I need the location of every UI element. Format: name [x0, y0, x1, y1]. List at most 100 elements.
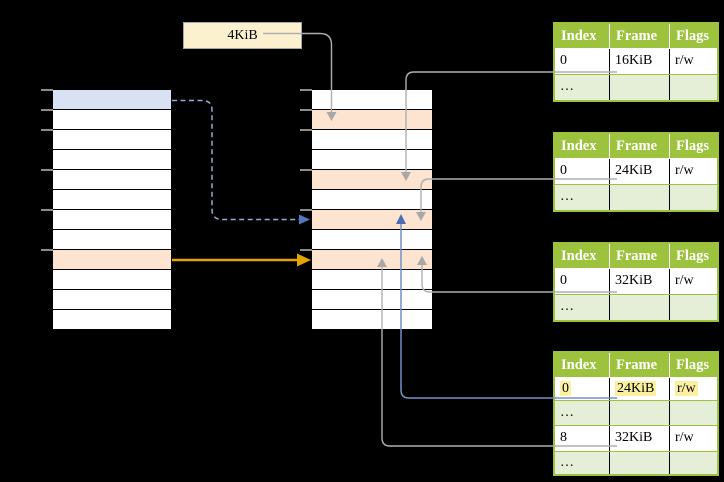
virtual-page-row-highlight-orange: [53, 250, 171, 270]
entry-flags: [670, 452, 717, 474]
entry-frame: 32KiB: [610, 269, 670, 294]
physical-frame-row: [312, 290, 432, 310]
column-header-flags: Flags: [676, 138, 710, 154]
entry-flags: r/w: [670, 378, 717, 400]
column-header-index: Index: [555, 134, 610, 158]
column-header-frame: Frame: [610, 24, 670, 48]
frame-size-label: 4KiB: [183, 22, 302, 49]
entry-frame: [610, 185, 670, 210]
virtual-page-row: [53, 210, 171, 230]
pm-tick: [300, 89, 312, 91]
virtual-page-row: [53, 170, 171, 190]
entry-flags: r/w: [675, 163, 694, 178]
frame-size-label-text: 4KiB: [227, 28, 258, 43]
entry-frame: [610, 295, 670, 320]
page-table-ellipsis-row: …: [555, 451, 717, 474]
page-table-2-header: Index Frame Flags: [555, 134, 717, 158]
column-header-index: Index: [555, 353, 610, 377]
vm-tick: [41, 249, 53, 251]
page-table-4: Index Frame Flags 0 24KiB r/w … 8 32KiB …: [553, 351, 719, 476]
column-header-index: Index: [555, 244, 610, 268]
page-table-3-header: Index Frame Flags: [555, 244, 717, 268]
vm-tick: [41, 169, 53, 171]
page-table-4-header: Index Frame Flags: [555, 353, 717, 377]
page-table-ellipsis-row: …: [555, 184, 717, 210]
entry-frame: [610, 452, 670, 474]
physical-memory-table: [312, 90, 432, 330]
page-table-ellipsis-row: …: [555, 400, 717, 425]
entry-index: …: [555, 295, 610, 320]
pm-tick: [300, 109, 312, 111]
pm-tick: [300, 129, 312, 131]
virtual-page-row: [53, 310, 171, 330]
entry-flags: [670, 75, 717, 100]
pm-tick: [300, 169, 312, 171]
column-header-frame: Frame: [610, 353, 670, 377]
page-table-ellipsis-row: …: [555, 294, 717, 320]
pm-tick: [300, 249, 312, 251]
virtual-page-row: [53, 230, 171, 250]
entry-flags: r/w: [675, 430, 694, 445]
column-header-frame: Frame: [610, 244, 670, 268]
entry-index: 8: [555, 426, 610, 451]
entry-index: …: [555, 75, 610, 100]
virtual-page-row: [53, 110, 171, 130]
entry-index: …: [555, 401, 610, 425]
highlighted-value: 0: [560, 381, 571, 396]
virtual-page-row: [53, 150, 171, 170]
entry-index: 0: [555, 159, 610, 184]
entry-flags: r/w: [675, 53, 694, 68]
physical-frame-row: [312, 130, 432, 150]
page-table-entry: 0 24KiB r/w: [555, 158, 717, 184]
vm-tick: [41, 129, 53, 131]
physical-frame-row-highlight: [312, 170, 432, 190]
vm-tick: [41, 109, 53, 111]
vm-tick: [41, 209, 53, 211]
arrow-translation-orange-head: [297, 253, 311, 267]
column-header-flags: Flags: [676, 28, 710, 44]
page-table-2: Index Frame Flags 0 24KiB r/w …: [553, 132, 719, 212]
entry-flags: [670, 185, 717, 210]
column-header-index: Index: [555, 24, 610, 48]
entry-frame: 24KiB: [610, 159, 670, 184]
physical-frame-row-highlight: [312, 210, 432, 230]
entry-flags: r/w: [675, 273, 694, 288]
page-table-ellipsis-row: …: [555, 74, 717, 100]
entry-index: …: [555, 185, 610, 210]
physical-frame-row-highlight: [312, 110, 432, 130]
entry-frame: 16KiB: [610, 49, 670, 74]
entry-flags: [670, 401, 717, 425]
page-table-3: Index Frame Flags 0 32KiB r/w …: [553, 242, 719, 322]
vm-tick: [41, 89, 53, 91]
page-table-entry-highlighted: 0 24KiB r/w: [555, 377, 717, 400]
entry-index: 0: [555, 269, 610, 294]
physical-frame-row: [312, 310, 432, 330]
column-header-flags: Flags: [676, 248, 710, 264]
column-header-frame: Frame: [610, 134, 670, 158]
entry-index: 0: [555, 378, 610, 400]
physical-frame-row: [312, 270, 432, 290]
entry-frame: [610, 401, 670, 425]
virtual-page-row: [53, 130, 171, 150]
entry-frame: 24KiB: [610, 378, 670, 400]
highlighted-value: 24KiB: [615, 381, 657, 396]
page-table-entry: 8 32KiB r/w: [555, 425, 717, 451]
page-table-entry: 0 16KiB r/w: [555, 48, 717, 74]
page-table-1: Index Frame Flags 0 16KiB r/w …: [553, 22, 719, 102]
pm-tick: [300, 209, 312, 211]
physical-frame-row: [312, 150, 432, 170]
virtual-page-row: [53, 270, 171, 290]
arrow-translation-dashed-head: [299, 214, 310, 225]
highlighted-value: r/w: [675, 381, 698, 396]
physical-frame-row-highlight: [312, 250, 432, 270]
virtual-page-row: [53, 190, 171, 210]
page-table-entry: 0 32KiB r/w: [555, 268, 717, 294]
physical-frame-row: [312, 90, 432, 110]
entry-flags: [670, 295, 717, 320]
entry-frame: [610, 75, 670, 100]
entry-index: …: [555, 452, 610, 474]
virtual-page-row: [53, 290, 171, 310]
physical-frame-row: [312, 230, 432, 250]
column-header-flags: Flags: [676, 357, 710, 373]
